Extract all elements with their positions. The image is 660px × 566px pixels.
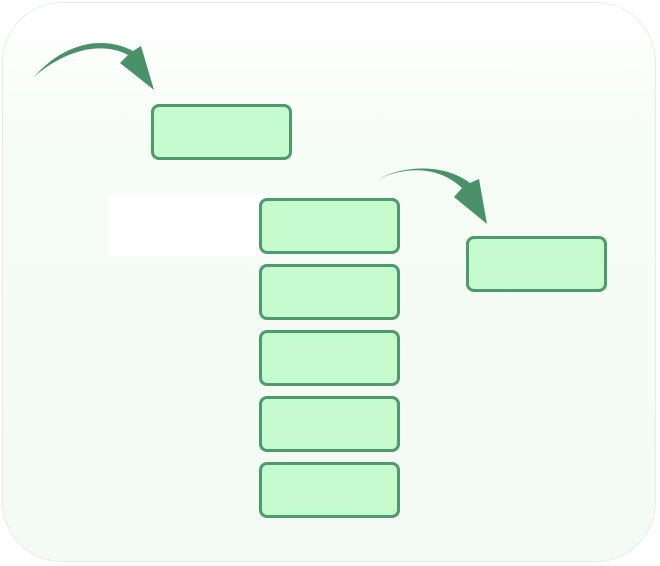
stack-box-2 (259, 264, 400, 320)
stack-box-4 (259, 396, 400, 452)
stack-box-3 (259, 330, 400, 386)
stack-box-5 (259, 462, 400, 518)
right-box (466, 236, 607, 292)
top-box (151, 104, 292, 160)
curved-arrow-left-icon (34, 43, 154, 90)
white-patch (108, 194, 270, 256)
curved-arrow-right-icon (375, 168, 487, 224)
stack-box-1 (259, 198, 400, 254)
